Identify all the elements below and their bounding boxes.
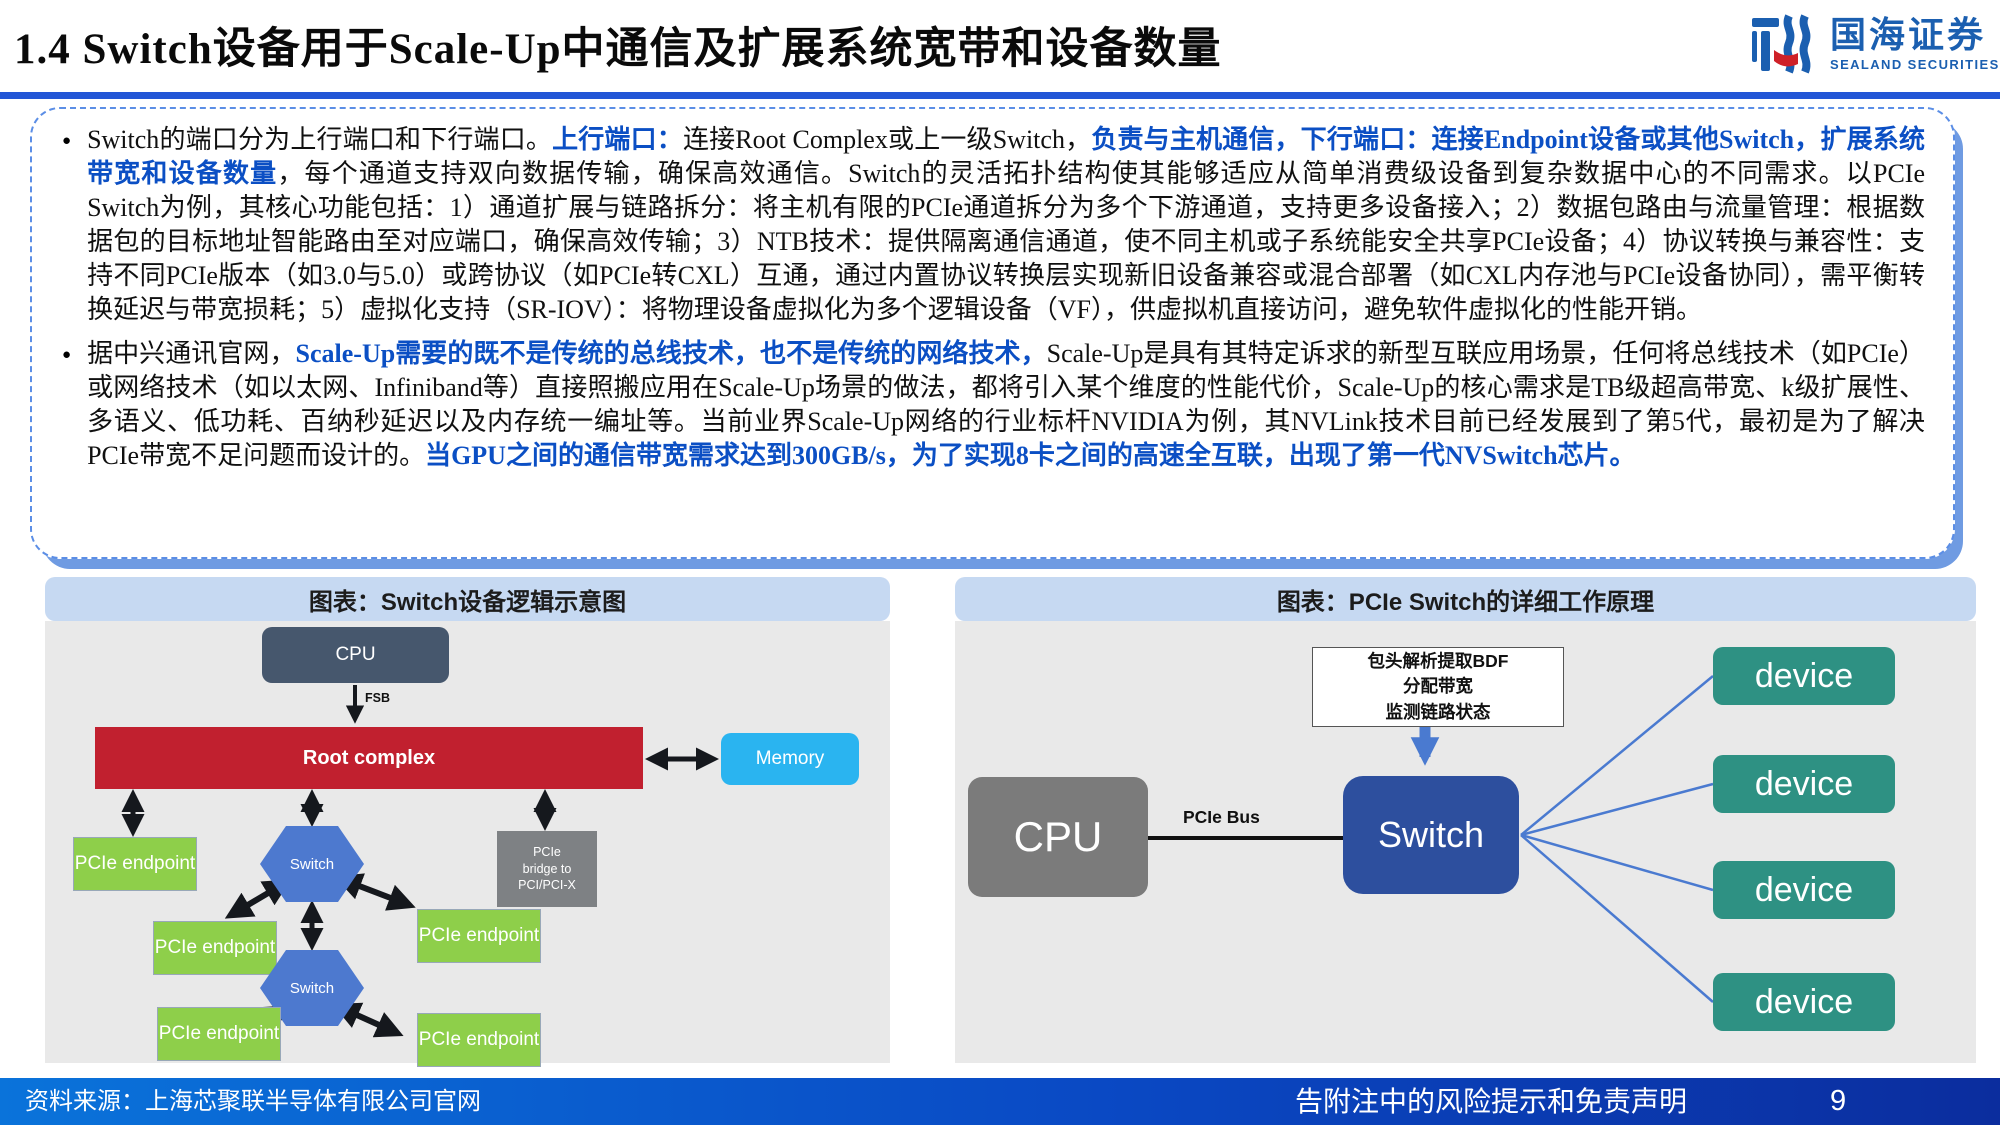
switch-device-line — [1520, 675, 1714, 836]
bullet-text: Switch的端口分为上行端口和下行端口。上行端口：连接Root Complex… — [87, 125, 1925, 324]
summary-box: ● Switch的端口分为上行端口和下行端口。上行端口：连接Root Compl… — [30, 107, 1955, 559]
sealand-logo-icon — [1752, 14, 1811, 74]
cpu-node: CPU — [968, 777, 1148, 897]
switch-device-line — [1520, 834, 1714, 1003]
disclaimer-note: 告附注中的风险提示和免责声明 — [1295, 1086, 1688, 1117]
page-number: 9 — [1830, 1085, 1847, 1117]
right-chart-panel: 图表：PCIe Switch的详细工作原理 包头解析提取BDF 分配带宽 监测链… — [955, 577, 1976, 1063]
switch1-endpoint-arrow — [224, 879, 292, 919]
logo-text-cn: 国海证券 — [1830, 14, 1987, 55]
pcie-endpoint-node: PCIe endpoint — [153, 921, 277, 975]
switch-annotation-box: 包头解析提取BDF 分配带宽 监测链路状态 — [1312, 647, 1564, 727]
switch2-endpoint-arrow — [332, 1002, 404, 1038]
sealand-logo: 国海证券 SEALAND SECURITIES — [1748, 8, 2000, 80]
footer-bar: 资料来源：上海芯聚联半导体有限公司官网 告附注中的风险提示和免责声明 9 — [0, 1078, 2000, 1125]
memory-node: Memory — [721, 733, 859, 785]
cpu-node: CPU — [262, 627, 449, 683]
pcie-endpoint-node: PCIe endpoint — [73, 837, 197, 891]
device-node: device — [1713, 973, 1895, 1031]
device-node: device — [1713, 861, 1895, 919]
right-chart-body: 包头解析提取BDF 分配带宽 监测链路状态 CPU PCIe Bus Switc… — [955, 621, 1976, 1063]
pcie-endpoint-node: PCIe endpoint — [157, 1007, 281, 1061]
device-node: device — [1713, 755, 1895, 813]
bullet-item: ● 据中兴通讯官网，Scale-Up需要的既不是传统的总线技术，也不是传统的网络… — [62, 337, 1925, 473]
bullet-dot: ● — [62, 132, 72, 149]
switch-device-line — [1520, 833, 1714, 892]
device-node: device — [1713, 647, 1895, 705]
right-chart-title: 图表：PCIe Switch的详细工作原理 — [955, 577, 1976, 621]
fsb-label: FSB — [365, 691, 390, 705]
bullet-dot: ● — [62, 346, 72, 363]
left-chart-title: 图表：Switch设备逻辑示意图 — [45, 577, 890, 621]
page-title: 1.4 Switch设备用于Scale-Up中通信及扩展系统宽带和设备数量 — [14, 26, 1222, 73]
switch-hex-node: Switch — [260, 826, 364, 902]
pcie-endpoint-node: PCIe endpoint — [417, 909, 541, 963]
source-note: 资料来源：上海芯聚联半导体有限公司官网 — [25, 1088, 481, 1115]
pcie-bridge-node: PCIe bridge to PCI/PCI-X — [497, 831, 597, 907]
switch1-endpoint-arrow — [334, 873, 416, 911]
pcie-bus-label: PCIe Bus — [1183, 807, 1260, 827]
switch-device-line — [1520, 782, 1714, 837]
title-divider — [0, 92, 2000, 99]
switch-node: Switch — [1343, 776, 1519, 894]
left-chart-panel: 图表：Switch设备逻辑示意图 — [45, 577, 890, 1067]
bullet-item: ● Switch的端口分为上行端口和下行端口。上行端口：连接Root Compl… — [62, 123, 1925, 327]
logo-text-en: SEALAND SECURITIES — [1830, 57, 2000, 72]
bullet-text: 据中兴通讯官网，Scale-Up需要的既不是传统的总线技术，也不是传统的网络技术… — [87, 339, 1925, 470]
root-complex-node: Root complex — [95, 727, 643, 789]
left-chart-body: CPU FSB Root complex Memory PCIe endpoin… — [45, 621, 890, 1067]
pcie-endpoint-node: PCIe endpoint — [417, 1013, 541, 1067]
right-connector-overlay — [1148, 675, 1714, 1003]
